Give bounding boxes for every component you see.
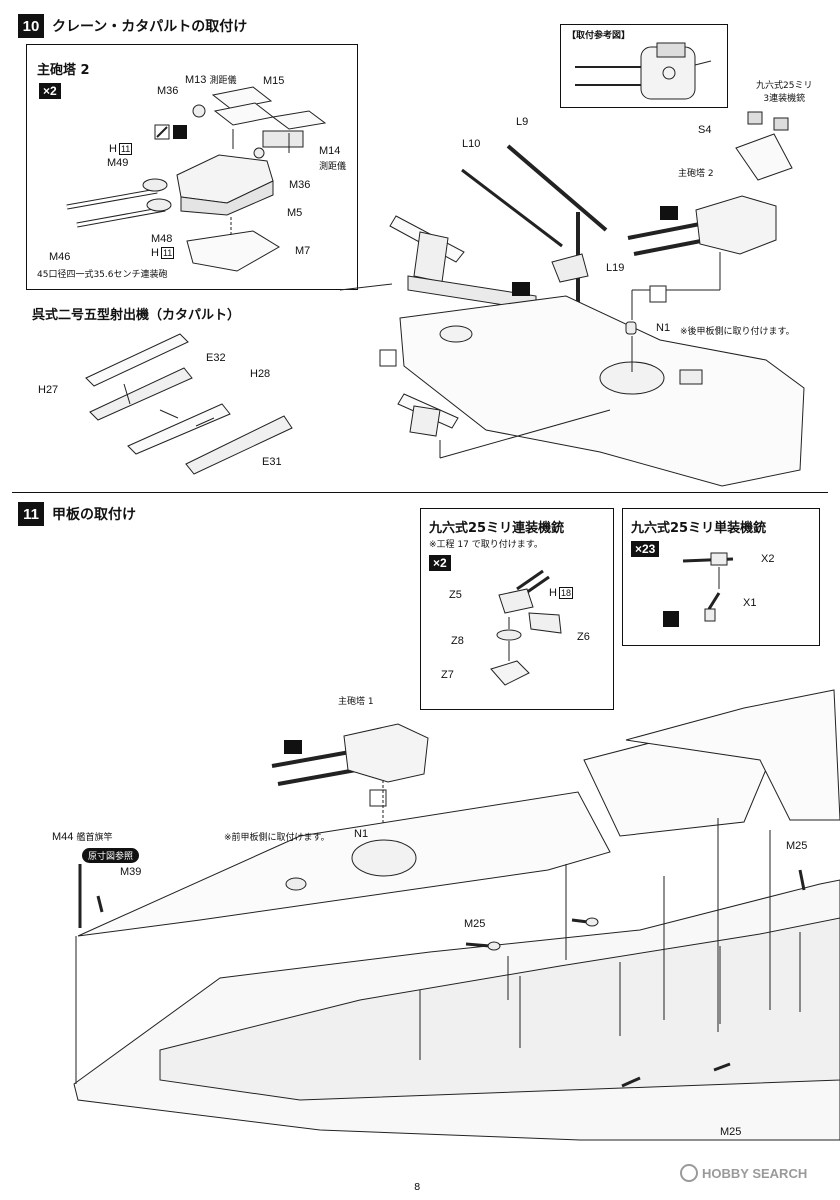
label-m13: M13 測距儀	[185, 74, 237, 86]
label-n1-step10: N1	[656, 322, 671, 334]
label-h28: H28	[250, 368, 271, 380]
label-z8: Z8	[451, 635, 464, 647]
single-aa-title: 九六式25ミリ単装機銃	[631, 521, 767, 536]
label-m49: M49	[107, 157, 129, 169]
single-aa-gun-box: 九六式25ミリ単装機銃 ×23 X2 X1	[622, 508, 820, 646]
label-s4: S4	[698, 124, 712, 136]
n1-fore-deck-note: ※前甲板側に取付けます。	[224, 833, 330, 843]
step-11-header: 11 甲板の取付け	[18, 502, 136, 526]
multiplier-badge: ×2	[429, 555, 451, 571]
label-e31: E31	[262, 456, 282, 468]
label-m44: M44 艦首旗竿	[52, 831, 113, 843]
label-m39: M39	[120, 866, 142, 878]
step-number: 11	[18, 502, 44, 526]
reference-box-title: 【取付参考図】	[567, 31, 631, 41]
label-m48: M48	[151, 233, 173, 245]
step-number: 10	[18, 14, 44, 38]
label-m25c: M25	[720, 1126, 742, 1138]
label-m14: M14	[319, 145, 341, 157]
twin-aa-exploded-drawing	[490, 569, 562, 686]
label-e32: E32	[206, 352, 226, 364]
label-m15: M15	[263, 75, 285, 87]
label-n1-step11: N1	[354, 828, 369, 840]
label-turret-1: 主砲塔 1	[338, 697, 374, 707]
label-m7: M7	[295, 245, 311, 257]
label-m5: M5	[287, 207, 303, 219]
label-m14-note: 測距儀	[319, 162, 347, 172]
watermark-logo-icon	[680, 1164, 698, 1182]
hobby-search-watermark: HOBBY SEARCH	[680, 1164, 807, 1182]
turret-2-subassembly-box: 主砲塔 2 ×2 M13 測距儀 M15 M36 M14 測距儀	[26, 44, 358, 290]
step-title: クレーン・カタパルトの取付け	[52, 19, 248, 35]
label-h27: H27	[38, 384, 59, 396]
turret-2-title: 主砲塔 2	[37, 63, 90, 78]
catapult-title: 呉式二号五型射出機（カタパルト）	[32, 308, 241, 323]
label-z6: Z6	[577, 631, 590, 643]
label-aa-triple: 九六式25ミリ 3連装機銃	[756, 81, 813, 104]
reference-turret-drawing	[575, 42, 712, 100]
label-m25a: M25	[464, 918, 486, 930]
step-divider	[12, 492, 828, 493]
gun-type-note: 45口径四一式35.6センチ連装砲	[37, 270, 168, 280]
step-10-header: 10 クレーン・カタパルトの取付け	[18, 14, 247, 38]
label-m25b: M25	[786, 840, 808, 852]
label-l19: L19	[606, 262, 625, 274]
label-m36b: M36	[289, 179, 311, 191]
multiplier-badge: ×23	[631, 541, 660, 557]
label-x1: X1	[743, 597, 757, 609]
turret-2-exploded-drawing	[66, 86, 327, 272]
label-z7: Z7	[441, 669, 454, 681]
full-size-reference-pill: 原寸図参照	[82, 848, 140, 863]
twin-aa-note: ※工程 17 で取り付けます。	[429, 540, 543, 550]
twin-aa-title: 九六式25ミリ連装機銃	[429, 521, 565, 536]
page-number: 8	[414, 1182, 421, 1193]
single-aa-exploded-drawing	[663, 552, 734, 627]
label-turret-2: 主砲塔 2	[678, 169, 714, 179]
label-m36a: M36	[157, 85, 179, 97]
n1-rear-deck-note: ※後甲板側に取り付けます。	[680, 327, 795, 337]
label-z5: Z5	[449, 589, 462, 601]
multiplier-badge: ×2	[39, 83, 61, 99]
label-l9: L9	[516, 116, 529, 128]
label-l10: L10	[462, 138, 481, 150]
label-m46: M46	[49, 251, 71, 263]
reference-diagram-box: 【取付参考図】	[560, 24, 728, 108]
label-x2: X2	[761, 553, 775, 565]
step-title: 甲板の取付け	[52, 507, 136, 523]
